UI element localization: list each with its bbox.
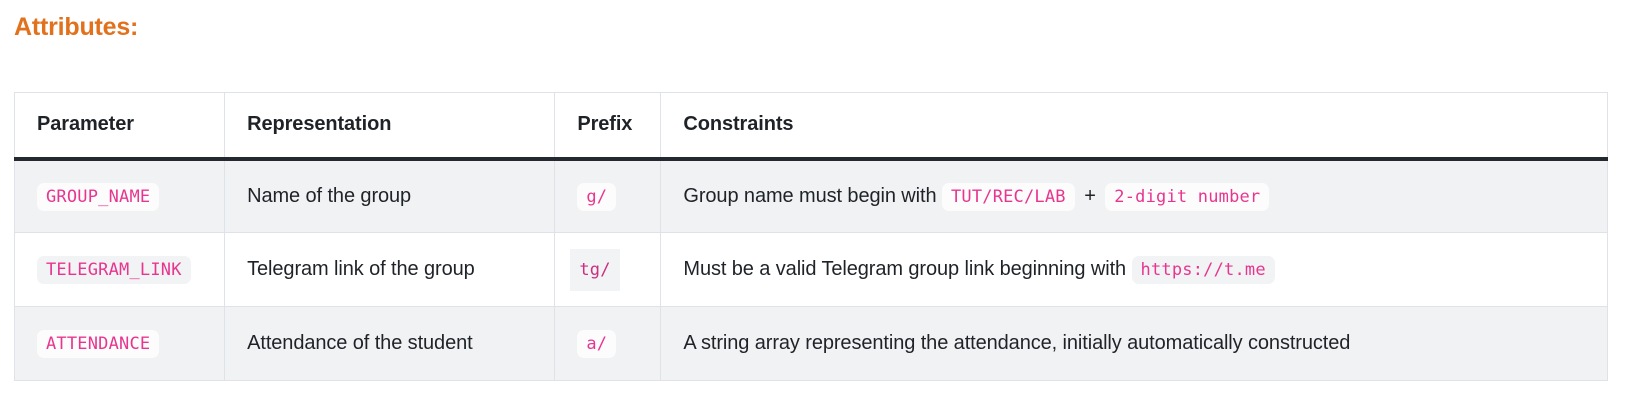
- table-header-row: Parameter Representation Prefix Constrai…: [14, 92, 1608, 161]
- column-header-prefix: Prefix: [554, 92, 662, 161]
- prefix-code-chip: g/: [577, 182, 617, 211]
- constraints-text: Must be a valid Telegram group link begi…: [683, 258, 1127, 280]
- constraints-code-chip-1: https://t.me: [1131, 256, 1275, 284]
- constraints-code-chip-1: TUT/REC/LAB: [941, 182, 1075, 211]
- table-row: GROUP_NAME Name of the group g/ Group na…: [14, 158, 1608, 233]
- column-header-constraints: Constraints: [660, 92, 1608, 161]
- cell-constraints: A string array representing the attendan…: [660, 306, 1608, 381]
- cell-parameter: TELEGRAM_LINK: [14, 232, 226, 307]
- page-title: Attributes:: [14, 13, 139, 41]
- cell-representation: Telegram link of the group: [224, 232, 556, 307]
- attributes-table: Parameter Representation Prefix Constrai…: [14, 92, 1608, 381]
- constraints-plus-sign: +: [1084, 184, 1096, 207]
- cell-constraints: Group name must begin with TUT/REC/LAB +…: [660, 158, 1608, 233]
- cell-prefix: tg/: [554, 232, 662, 307]
- cell-constraints: Must be a valid Telegram group link begi…: [660, 232, 1608, 307]
- cell-prefix: a/: [554, 306, 662, 381]
- table-header: Parameter Representation Prefix Constrai…: [14, 92, 1608, 161]
- attributes-table-container: Parameter Representation Prefix Constrai…: [14, 92, 1608, 381]
- parameter-code-chip: TELEGRAM_LINK: [37, 256, 191, 284]
- constraints-text: A string array representing the attendan…: [683, 332, 1351, 354]
- parameter-code-chip: GROUP_NAME: [37, 182, 160, 211]
- constraints-text: Group name must begin with: [683, 184, 937, 207]
- cell-representation: Attendance of the student: [224, 306, 556, 381]
- cell-parameter: ATTENDANCE: [14, 306, 226, 381]
- cell-parameter: GROUP_NAME: [14, 158, 226, 233]
- table-row: ATTENDANCE Attendance of the student a/ …: [14, 306, 1608, 381]
- prefix-code-chip-selected[interactable]: tg/: [577, 256, 613, 284]
- constraints-code-chip-2: 2-digit number: [1105, 182, 1270, 211]
- table-body: GROUP_NAME Name of the group g/ Group na…: [14, 158, 1608, 381]
- column-header-parameter: Parameter: [14, 92, 226, 161]
- column-header-representation: Representation: [224, 92, 556, 161]
- cell-prefix: g/: [554, 158, 662, 233]
- parameter-code-chip: ATTENDANCE: [37, 330, 160, 358]
- table-row: TELEGRAM_LINK Telegram link of the group…: [14, 232, 1608, 307]
- cell-representation: Name of the group: [224, 158, 556, 233]
- prefix-code-chip: a/: [577, 330, 617, 358]
